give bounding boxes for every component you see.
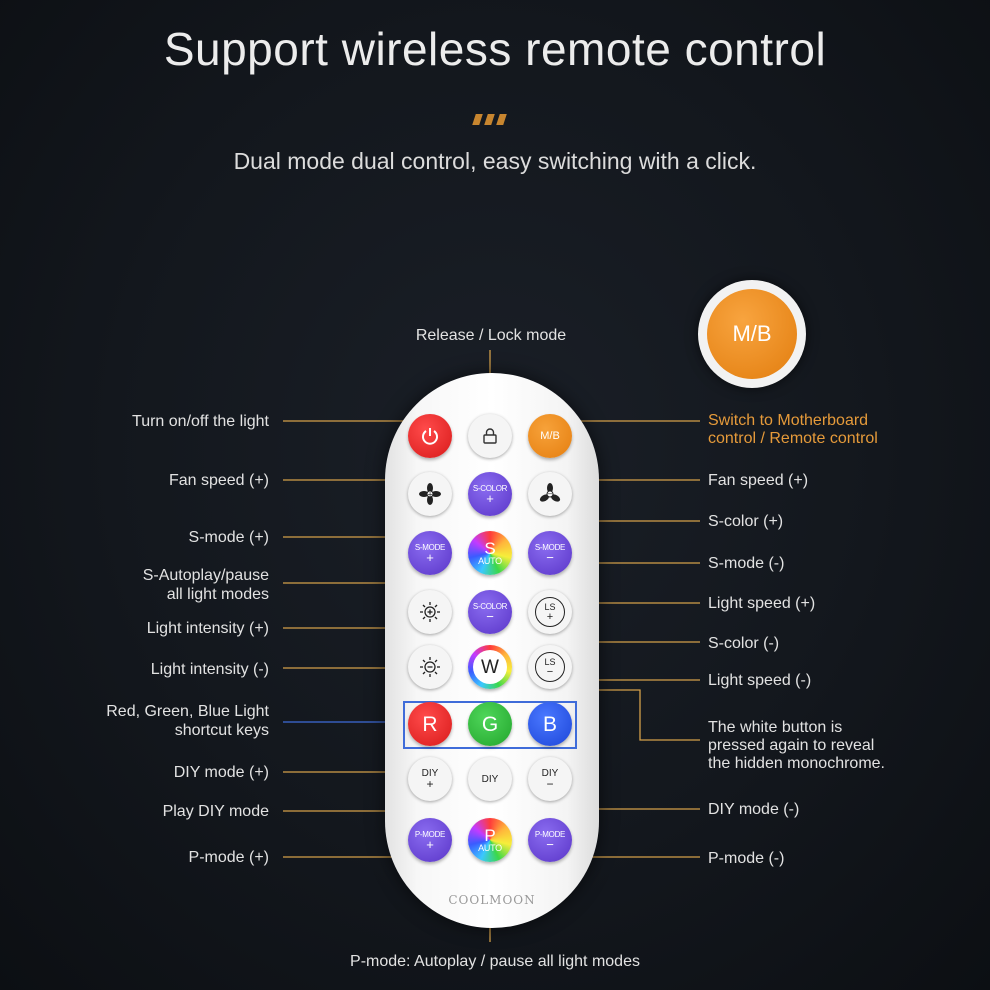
label-p-mode-auto: P-mode: Autoplay / pause all light modes	[350, 953, 640, 970]
light-speed-minus-sign: −	[546, 665, 554, 678]
lock-icon	[483, 428, 497, 444]
s-color-minus-sign: −	[486, 608, 494, 624]
lock-button[interactable]	[468, 414, 512, 458]
diy-button[interactable]: DIY	[468, 757, 512, 801]
p-mode-plus-label: P-MODE	[414, 829, 446, 839]
page-title: Support wireless remote control	[163, 23, 827, 75]
label-rgb-1: Red, Green, Blue Light	[106, 703, 269, 720]
light-speed-plus-ring: LS +	[535, 597, 565, 627]
p-mode-plus-button[interactable]: P-MODE +	[408, 818, 452, 862]
brightness-plus-button[interactable]	[408, 590, 452, 634]
diy-label: DIY	[481, 773, 499, 785]
label-p-mode-minus: P-mode (-)	[708, 850, 785, 867]
brand-logo: COOLMOON	[448, 893, 536, 907]
label-switch-mb-2: control / Remote control	[708, 430, 878, 447]
label-light-speed-plus: Light speed (+)	[708, 595, 816, 612]
diy-minus-label: DIY	[541, 767, 559, 779]
diy-plus-button[interactable]: DIY +	[408, 757, 452, 801]
label-white-2: pressed again to reveal	[708, 737, 875, 754]
mb-button-label: M/B	[540, 429, 560, 442]
light-speed-minus-ring: LS −	[535, 652, 565, 682]
s-mode-minus-button[interactable]: S-MODE −	[528, 531, 572, 575]
label-white-3: the hidden monochrome.	[708, 755, 885, 772]
label-light-int-minus: Light intensity (-)	[150, 661, 269, 678]
fan-plus-icon: +	[419, 483, 441, 505]
label-s-mode-plus: S-mode (+)	[188, 529, 269, 546]
svg-text:−: −	[547, 490, 553, 498]
label-fan-plus-left: Fan speed (+)	[168, 472, 269, 489]
mb-badge: M/B	[698, 280, 806, 388]
s-mode-minus-sign: −	[546, 549, 554, 565]
diy-plus-sign: +	[426, 776, 434, 791]
light-speed-plus-label: LS	[544, 601, 556, 612]
white-button-label: W	[473, 650, 507, 684]
brightness-minus-icon	[420, 657, 440, 677]
power-button[interactable]	[408, 414, 452, 458]
label-s-color-plus: S-color (+)	[708, 513, 784, 530]
label-white-1: The white button is	[708, 719, 843, 736]
mb-badge-label: M/B	[707, 289, 797, 379]
s-auto-label: AUTO	[478, 556, 502, 566]
p-mode-plus-sign: +	[426, 836, 434, 852]
s-mode-plus-sign: +	[426, 549, 434, 565]
p-mode-minus-sign: −	[546, 836, 554, 852]
label-diy-minus: DIY mode (-)	[708, 801, 800, 818]
white-button[interactable]: W	[468, 645, 512, 689]
p-auto-letter: P	[484, 826, 496, 845]
label-s-color-minus: S-color (-)	[708, 635, 780, 652]
s-mode-minus-label: S-MODE	[534, 542, 566, 552]
diy-minus-button[interactable]: DIY −	[528, 757, 572, 801]
s-mode-plus-label: S-MODE	[414, 542, 446, 552]
s-color-minus-button[interactable]: S-COLOR −	[468, 590, 512, 634]
s-auto-button[interactable]: S AUTO	[468, 531, 512, 575]
p-mode-minus-button[interactable]: P-MODE −	[528, 818, 572, 862]
light-speed-minus-label: LS	[544, 656, 556, 667]
diy-minus-sign: −	[546, 776, 554, 791]
label-light-speed-minus: Light speed (-)	[708, 672, 812, 689]
label-power: Turn on/off the light	[132, 413, 269, 430]
label-light-int-plus: Light intensity (+)	[146, 620, 269, 637]
brightness-plus-icon	[420, 602, 440, 622]
page-subtitle: Dual mode dual control, easy switching w…	[233, 148, 757, 174]
blue-button[interactable]: B	[528, 702, 572, 746]
label-s-mode-minus: S-mode (-)	[708, 555, 785, 572]
label-s-autoplay-2: all light modes	[166, 586, 269, 603]
label-play-diy: Play DIY mode	[162, 803, 269, 820]
label-release-lock: Release / Lock mode	[415, 327, 567, 344]
s-color-plus-button[interactable]: S-COLOR +	[468, 472, 512, 516]
svg-text:+: +	[427, 491, 433, 499]
label-s-autoplay-1: S-Autoplay/pause	[142, 567, 269, 584]
s-color-plus-label: S-COLOR	[472, 483, 508, 493]
fan-speed-minus-button[interactable]: −	[528, 472, 572, 516]
light-speed-minus-button[interactable]: LS −	[528, 645, 572, 689]
brightness-minus-button[interactable]	[408, 645, 452, 689]
label-diy-plus: DIY mode (+)	[173, 764, 269, 781]
red-button[interactable]: R	[408, 702, 452, 746]
green-button-label: G	[481, 712, 499, 736]
mb-button[interactable]: M/B	[528, 414, 572, 458]
label-switch-mb-1: Switch to Motherboard	[708, 412, 869, 429]
p-mode-minus-label: P-MODE	[534, 829, 566, 839]
s-mode-plus-button[interactable]: S-MODE +	[408, 531, 452, 575]
light-speed-plus-button[interactable]: LS +	[528, 590, 572, 634]
p-auto-label: AUTO	[478, 843, 502, 853]
s-color-minus-label: S-COLOR	[472, 601, 508, 611]
s-auto-letter: S	[484, 539, 496, 558]
s-color-plus-sign: +	[486, 490, 494, 506]
red-button-label: R	[422, 712, 438, 736]
power-icon	[422, 428, 438, 445]
label-rgb-2: shortcut keys	[174, 722, 269, 739]
light-speed-plus-sign: +	[546, 610, 554, 623]
label-fan-plus-right: Fan speed (+)	[708, 472, 809, 489]
diy-plus-label: DIY	[421, 767, 439, 779]
fan-minus-icon: −	[539, 483, 561, 502]
p-auto-button[interactable]: P AUTO	[468, 818, 512, 862]
fan-speed-plus-button[interactable]: +	[408, 472, 452, 516]
green-button[interactable]: G	[468, 702, 512, 746]
blue-button-label: B	[542, 712, 557, 736]
label-p-mode-plus: P-mode (+)	[188, 849, 269, 866]
